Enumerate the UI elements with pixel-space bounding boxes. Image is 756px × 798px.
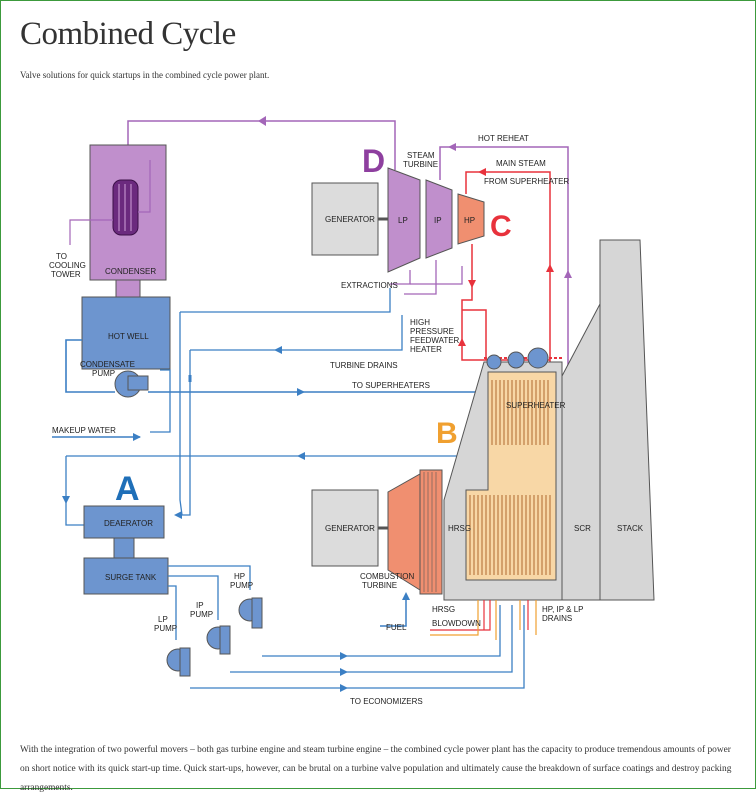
feedwater-heater-label-4: HEATER	[410, 345, 442, 354]
drains-label-2: DRAINS	[542, 614, 572, 623]
hp-turbine-label: HP	[464, 216, 475, 225]
hrsg-blowdown-label-1: HRSG	[432, 605, 455, 614]
hot-reheat-label: HOT REHEAT	[478, 134, 529, 143]
lp-turbine-label: LP	[398, 216, 408, 225]
hot-well-label: HOT WELL	[108, 332, 149, 341]
ip-pump-label-2: PUMP	[190, 610, 213, 619]
section-letter-d: D	[362, 143, 385, 179]
combustion-turbine-label-2: TURBINE	[362, 581, 397, 590]
turbine-drains-label: TURBINE DRAINS	[330, 361, 398, 370]
page-subtitle: Valve solutions for quick startups in th…	[20, 70, 270, 80]
superheater-label: SUPERHEATER	[506, 401, 566, 410]
main-steam-label-2: FROM SUPERHEATER	[484, 177, 569, 186]
scr-label: SCR	[574, 524, 591, 533]
condensate-pump-label-1: CONDENSATE	[80, 360, 135, 369]
main-steam-label-1: MAIN STEAM	[496, 159, 546, 168]
feedwater-heater-label-3: FEEDWATER	[410, 336, 460, 345]
lp-pump-label-2: PUMP	[154, 624, 177, 633]
condensate-pump-label-2: PUMP	[92, 369, 115, 378]
to-superheaters-label: TO SUPERHEATERS	[352, 381, 430, 390]
combustion-turbine-label-1: COMBUSTION	[360, 572, 414, 581]
description-paragraph: With the integration of two powerful mov…	[20, 745, 732, 793]
hp-pump-label-1: HP	[234, 572, 245, 581]
to-economizers-label: TO ECONOMIZERS	[350, 697, 423, 706]
drains-label-1: HP, IP & LP	[542, 605, 584, 614]
ip-turbine	[425, 179, 453, 259]
deaerator-label: DEAERATOR	[104, 519, 153, 528]
surge-tank-label: SURGE TANK	[105, 573, 157, 582]
ip-turbine-label: IP	[434, 216, 442, 225]
ip-pump-label-1: IP	[196, 601, 204, 610]
lp-turbine	[387, 167, 421, 273]
page-title: Combined Cycle	[20, 16, 236, 52]
to-cooling-tower-label-2: COOLING	[49, 261, 86, 270]
condenser	[89, 144, 167, 281]
lp-pump-label-1: LP	[158, 615, 168, 624]
fuel-label: FUEL	[386, 623, 407, 632]
extractions-label: EXTRACTIONS	[341, 281, 398, 290]
feedwater-heater-label-2: PRESSURE	[410, 327, 454, 336]
stack-label: STACK	[617, 524, 644, 533]
combined-cycle-diagram: CONDENSER TO COOLING TOWER HOT WELL COND…	[49, 116, 655, 706]
generator-bottom	[311, 489, 379, 567]
stack	[599, 239, 655, 601]
to-cooling-tower-label-1: TO	[56, 252, 67, 261]
generator-top	[311, 182, 379, 256]
section-letter-a: A	[115, 470, 140, 508]
hrsg-label: HRSG	[448, 524, 471, 533]
to-cooling-tower-label-3: TOWER	[51, 270, 81, 279]
steam-turbine-label-2: TURBINE	[403, 160, 438, 169]
steam-turbine-label-1: STEAM	[407, 151, 435, 160]
makeup-water-label: MAKEUP WATER	[52, 426, 116, 435]
arrow-left-purple	[258, 116, 266, 126]
section-letter-b: B	[436, 417, 458, 450]
condenser-label: CONDENSER	[105, 267, 156, 276]
hot-well	[81, 296, 171, 370]
hp-pump-label-2: PUMP	[230, 581, 253, 590]
hp-turbine	[457, 193, 485, 245]
generator-top-label: GENERATOR	[325, 215, 375, 224]
section-letter-c: C	[490, 210, 512, 243]
hrsg-blowdown-label-2: BLOWDOWN	[432, 619, 481, 628]
surge-tank	[83, 557, 169, 595]
feedwater-heater-label-1: HIGH	[410, 318, 430, 327]
generator-bottom-label: GENERATOR	[325, 524, 375, 533]
purple-return-line	[127, 120, 396, 170]
